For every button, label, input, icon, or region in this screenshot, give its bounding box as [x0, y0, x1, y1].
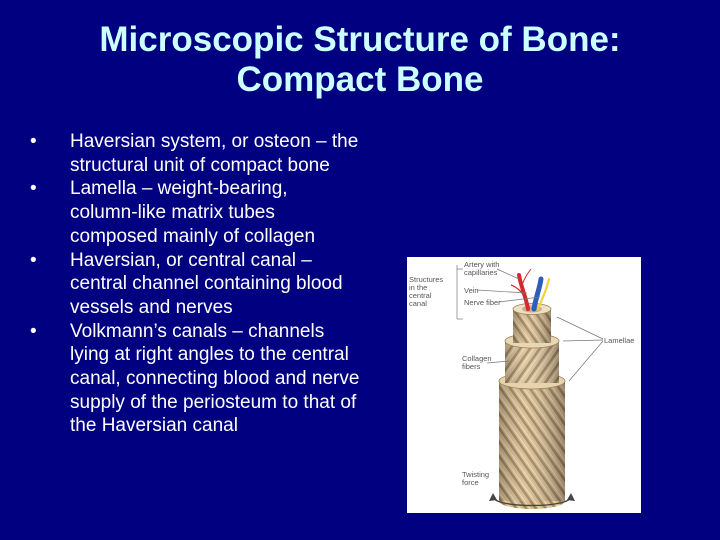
label-lamellae: Lamellae — [604, 336, 634, 345]
bullet-marker: • — [30, 249, 37, 271]
twisting-force-arrow — [489, 493, 575, 507]
capillary — [521, 268, 532, 286]
bullet-item: • Volkmann’s canals – channels lying at … — [30, 320, 360, 439]
label-structures: in the — [409, 283, 427, 292]
central-canal-vessels — [510, 268, 551, 312]
label-structures: canal — [409, 299, 427, 308]
label-structures: Structures — [409, 275, 443, 284]
vein-vessel — [531, 276, 544, 312]
label-vein: Vein — [464, 286, 479, 295]
diagram-labels: Structures in the central canal Artery w… — [409, 260, 634, 487]
artery-vessel — [517, 273, 530, 311]
bullet-item: • Lamella – weight-bearing, column-like … — [30, 177, 360, 248]
bullet-marker: • — [30, 131, 37, 152]
nerve-fiber — [536, 277, 551, 311]
label-artery: Artery with — [464, 260, 499, 269]
bullet-list: • Haversian system, or osteon – the stru… — [30, 130, 360, 438]
bullet-item: • Haversian, or central canal – central … — [30, 249, 360, 320]
label-collagen-fibers: Collagen — [462, 354, 492, 363]
label-nerve-fiber: Nerve fiber — [464, 298, 501, 307]
bullet-marker: • — [30, 320, 37, 342]
label-twisting-force: Twisting — [462, 470, 489, 479]
slide-title-line-2: Compact Bone — [236, 60, 484, 99]
label-twisting-force: force — [462, 478, 479, 487]
label-leader-lines — [456, 265, 604, 382]
osteon-diagram: Structures in the central canal Artery w… — [409, 260, 634, 509]
bullet-item: • Haversian system, or osteon – the stru… — [30, 130, 360, 177]
bullet-text-central-canal: Haversian, or central canal – central ch… — [70, 249, 343, 318]
osteon-illustration: Structures in the central canal Artery w… — [407, 257, 641, 513]
bullet-marker: • — [30, 178, 37, 200]
label-structures: central — [409, 291, 432, 300]
capillary — [510, 284, 526, 298]
label-artery: capillaries — [464, 268, 498, 277]
slide-title-line-1: Microscopic Structure of Bone: — [99, 20, 621, 59]
bullet-text-volkmanns-canals: Volkmann’s canals – channels lying at ri… — [70, 320, 360, 437]
label-collagen-fibers: fibers — [462, 362, 481, 371]
bullet-text-haversian-system: Haversian system, or osteon – the struct… — [70, 131, 359, 176]
slide-title: Microscopic Structure of Bone: Compact B… — [0, 20, 720, 100]
outer-lamella — [498, 372, 566, 509]
bullet-text-lamella: Lamella – weight-bearing, column-like ma… — [70, 178, 316, 247]
